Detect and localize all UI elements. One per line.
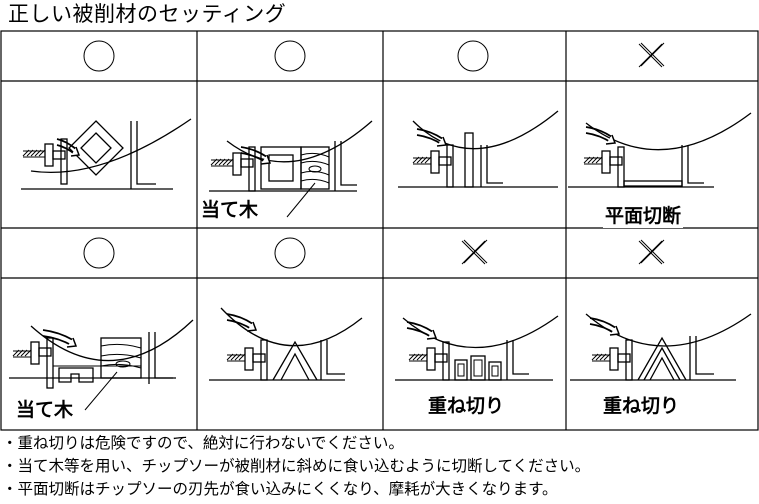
label-backing-board-r2: 当て木 bbox=[14, 398, 76, 422]
diagram-r2-c2 bbox=[197, 278, 383, 430]
diagram-r1-c3 bbox=[383, 81, 566, 228]
backing-board-channel-setting-illustration bbox=[9, 319, 194, 411]
setting-table: 当て木 平面切断 当て木 重ね切り 重ね切り bbox=[0, 30, 759, 431]
note-item: ・当て木等を用い、チップソーが被削材に斜めに食い込むように切断してください。 bbox=[2, 457, 591, 475]
angle-setting-illustration bbox=[209, 307, 363, 381]
diagram-r2-c4 bbox=[566, 278, 758, 430]
ok-circle-icon bbox=[274, 237, 306, 269]
ng-cross-icon bbox=[638, 239, 665, 265]
thin-plate-setting-illustration bbox=[398, 110, 559, 188]
mark-r1-c3 bbox=[383, 31, 566, 81]
page-title: 正しい被削材のセッティング bbox=[8, 2, 287, 26]
ok-circle-icon bbox=[274, 40, 306, 72]
mark-r1-c1 bbox=[1, 31, 197, 81]
mark-r2-c4 bbox=[566, 228, 758, 278]
note-item: ・平面切断はチップソーの刃先が食い込みにくくなり、摩耗が大きくなります。 bbox=[2, 480, 558, 498]
diagram-r1-c2 bbox=[197, 81, 383, 228]
diagram-r2-c1 bbox=[1, 278, 197, 430]
note-item: ・重ね切りは危険ですので、絶対に行わないでください。 bbox=[2, 434, 404, 452]
mark-r2-c1 bbox=[1, 228, 197, 278]
stacked-angle-cut-illustration bbox=[570, 313, 752, 381]
ok-circle-icon bbox=[83, 40, 115, 72]
mark-r1-c2 bbox=[197, 31, 383, 81]
mark-r1-c4 bbox=[566, 31, 758, 81]
mark-r2-c3 bbox=[383, 228, 566, 278]
notes-list: ・重ね切りは危険ですので、絶対に行わないでください。 ・当て木等を用い、チップソ… bbox=[2, 432, 758, 501]
label-stacked-cut-c4: 重ね切り bbox=[601, 394, 682, 418]
diagram-r1-c4 bbox=[566, 81, 758, 228]
backing-board-setting-illustration bbox=[209, 120, 373, 218]
label-backing-board-r1: 当て木 bbox=[199, 198, 261, 222]
diagram-r2-c3 bbox=[383, 278, 566, 430]
flat-cut-setting-illustration bbox=[568, 112, 752, 188]
mark-r2-c2 bbox=[197, 228, 383, 278]
ng-cross-icon bbox=[461, 239, 488, 265]
diagonal-block-setting-illustration bbox=[21, 118, 192, 190]
ok-circle-icon bbox=[83, 237, 115, 269]
table-grid-lines bbox=[0, 30, 759, 431]
label-stacked-cut-c3: 重ね切り bbox=[426, 394, 507, 418]
stacked-cut-illustration bbox=[395, 315, 559, 381]
label-flat-cut: 平面切断 bbox=[603, 204, 684, 228]
diagram-r1-c1 bbox=[1, 81, 197, 228]
ng-cross-icon bbox=[638, 42, 665, 68]
ok-circle-icon bbox=[457, 40, 489, 72]
